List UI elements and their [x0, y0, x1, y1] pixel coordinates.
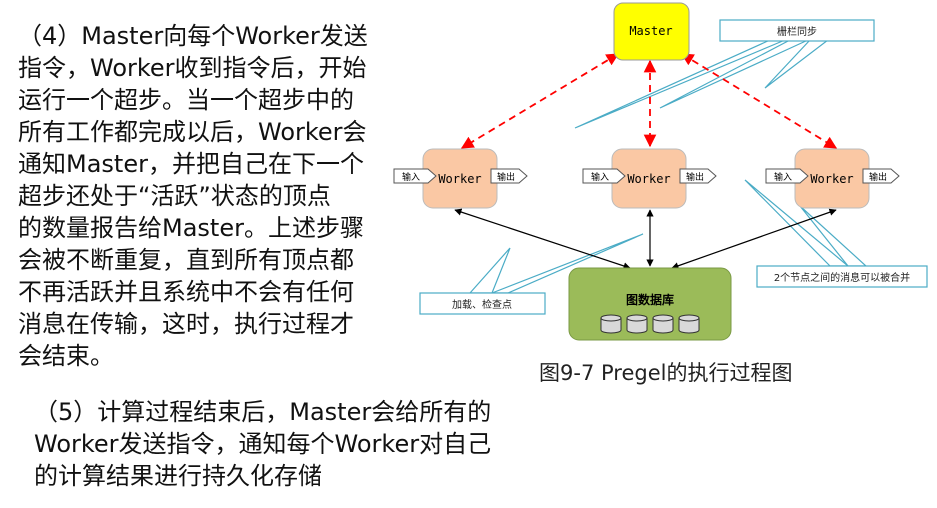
- callout-checkpoint-text: 加载、检查点: [452, 298, 512, 311]
- database-icon: [626, 314, 648, 334]
- worker-middle-label: Worker: [627, 172, 670, 186]
- text-line: 指令，Worker收到指令后，开始: [18, 54, 367, 82]
- text-line: 通知Master，并把自己在下一个: [18, 150, 364, 178]
- text-line: 会被不断重复，直到所有顶点都: [18, 246, 354, 274]
- figure-caption: 图9-7 Pregel的执行过程图: [539, 361, 793, 385]
- text-line: 消息在传输，这时，执行过程才: [18, 310, 354, 338]
- text-line: （4）Master向每个Worker发送: [18, 22, 368, 50]
- text-line: 的计算结果进行持久化存储: [34, 462, 322, 490]
- arrow-worker-right-db: [671, 208, 837, 270]
- text-line: 会结束。: [18, 342, 114, 370]
- worker-middle-input-tag: [582, 168, 626, 184]
- worker-node-left: Worker 输入 输出: [393, 148, 528, 209]
- text-line: （5）计算过程结束后，Master会给所有的: [34, 398, 492, 426]
- text-line: 的数量报告给Master。上述步骤: [18, 214, 364, 242]
- paragraph-step-5: （5）计算过程结束后，Master会给所有的 Worker发送指令，通知每个Wor…: [34, 396, 534, 492]
- worker-left-output-tag: [490, 168, 528, 184]
- worker-middle-input-label: 输入: [591, 171, 609, 183]
- worker-node-middle: Worker 输入 输出: [582, 148, 717, 209]
- text-line: Worker发送指令，通知每个Worker对自己: [34, 430, 492, 458]
- worker-right-output-label: 输出: [869, 171, 887, 183]
- graph-database-label: 图数据库: [626, 292, 674, 307]
- text-line: 所有工作都完成以后，Worker会: [18, 118, 367, 146]
- dashed-arrow-master-worker-left: [460, 53, 620, 149]
- worker-middle-output-label: 输出: [686, 171, 704, 183]
- worker-left-output-label: 输出: [497, 171, 515, 183]
- master-label: Master: [629, 24, 672, 38]
- database-icon: [600, 314, 622, 334]
- database-icon: [652, 314, 674, 334]
- database-cylinder-icons: [600, 314, 700, 334]
- worker-right-input-label: 输入: [774, 171, 792, 183]
- worker-left-input-label: 输入: [402, 171, 420, 183]
- callout-combine-text: 2个节点之间的消息可以被合并: [774, 271, 910, 284]
- worker-left-label: Worker: [438, 172, 481, 186]
- text-line: 运行一个超步。当一个超步中的: [18, 86, 354, 114]
- text-line: 超步还处于“活跃”状态的顶点: [18, 182, 331, 210]
- worker-right-output-tag: [862, 168, 900, 184]
- pregel-diagram: Master 栅栏同步 加载、检查点 2个节点之间的消息可以被合并 Worker…: [393, 2, 928, 341]
- callout-barrier-text: 栅栏同步: [777, 25, 817, 38]
- master-node: Master: [613, 2, 690, 61]
- worker-node-right: Worker 输入 输出: [765, 148, 900, 209]
- callout-barrier-pointers: [574, 39, 830, 129]
- database-icon: [678, 314, 700, 334]
- callout-barrier: 栅栏同步: [719, 19, 875, 42]
- arrow-worker-left-db: [454, 208, 631, 270]
- paragraph-step-4: （4）Master向每个Worker发送指令，Worker收到指令后，开始运行一…: [18, 20, 400, 372]
- callout-combine: 2个节点之间的消息可以被合并: [756, 265, 928, 288]
- worker-left-input-tag: [393, 168, 437, 184]
- worker-middle-output-tag: [679, 168, 717, 184]
- graph-database-node: 图数据库: [568, 267, 732, 341]
- worker-right-label: Worker: [810, 172, 853, 186]
- callout-checkpoint: 加载、检查点: [419, 292, 546, 315]
- text-line: 不再活跃并且系统中不会有任何: [18, 278, 354, 306]
- worker-right-input-tag: [765, 168, 809, 184]
- dashed-arrow-master-worker-right: [680, 53, 838, 149]
